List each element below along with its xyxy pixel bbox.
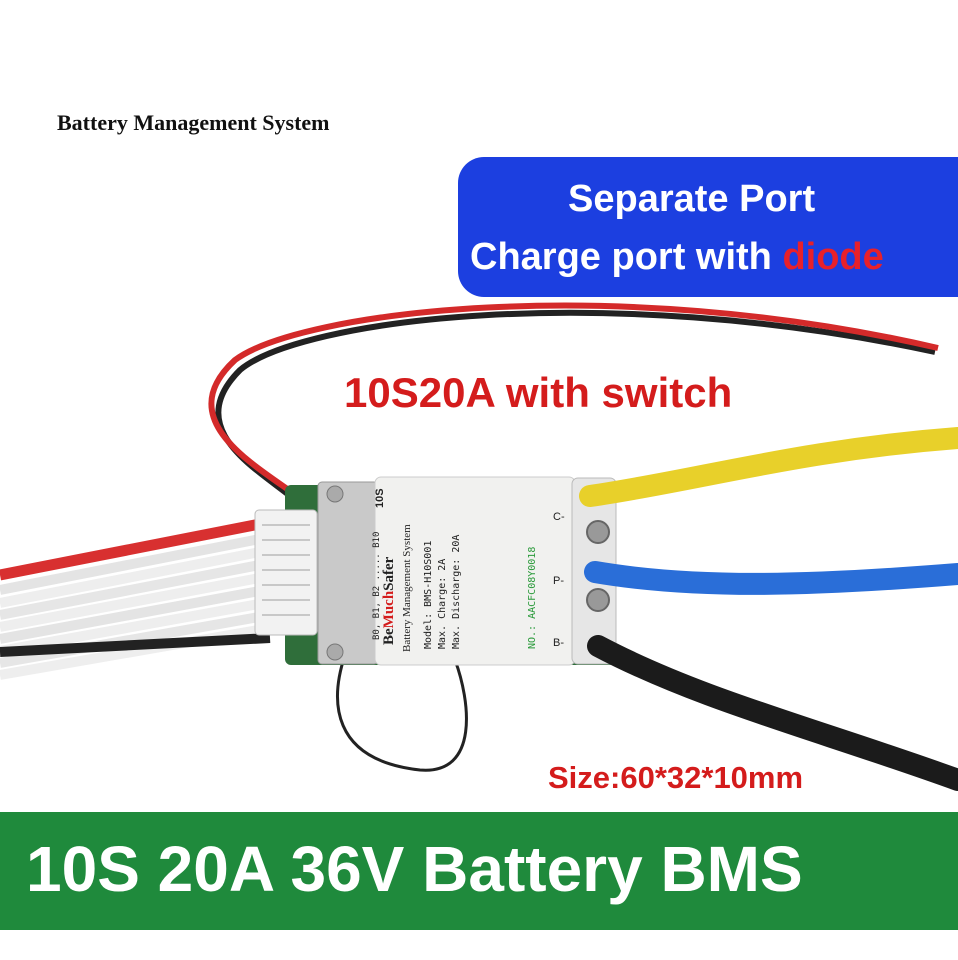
brand-safer: Safer — [381, 556, 397, 591]
thermistor-wire — [336, 654, 468, 772]
balance-port-labels: B0, B1, B2 ..... B10 — [372, 531, 382, 640]
brand-much: Much — [381, 590, 397, 629]
callout-line2: Charge port with diode — [470, 229, 884, 285]
series-label: 10S — [374, 488, 386, 508]
metal-plate — [317, 481, 379, 665]
bms-subtitle: Battery Management System — [401, 524, 413, 652]
bottom-banner: 10S 20A 36V Battery BMS — [0, 812, 958, 930]
bms-max-charge: Max. Charge: 2A — [437, 558, 448, 649]
bms-port-c: C- — [553, 511, 565, 523]
bms-serial: NO.: AACFC08Y0018 — [527, 546, 538, 649]
bms-model: Model: BMS-H10S001 — [423, 540, 434, 649]
separate-port-callout: Separate Port Charge port with diode — [458, 157, 958, 297]
bottom-banner-text: 10S 20A 36V Battery BMS — [26, 833, 803, 905]
blue-pack-wire — [584, 561, 958, 595]
switch-wire-red — [208, 302, 939, 501]
callout-line1: Separate Port — [568, 178, 816, 220]
callout-diode-word: diode — [782, 236, 884, 278]
header-title: Battery Management System — [57, 110, 330, 135]
bms-label-text: BeMuchSafer Battery Management System Mo… — [375, 477, 575, 665]
balance-ribbon-wires — [0, 516, 272, 680]
size-callout: Size:60*32*10mm — [548, 760, 804, 795]
bms-port-b: B- — [553, 637, 564, 649]
balance-connector — [254, 509, 318, 636]
yellow-charge-wire — [579, 427, 958, 507]
bms-max-discharge: Max. Discharge: 20A — [451, 534, 462, 649]
bms-port-p: P- — [553, 575, 564, 587]
callout-line2-prefix: Charge port with — [470, 236, 783, 278]
brand-be: Be — [381, 628, 397, 645]
switch-callout: 10S20A with switch — [344, 369, 733, 416]
black-battery-wire — [587, 635, 958, 791]
